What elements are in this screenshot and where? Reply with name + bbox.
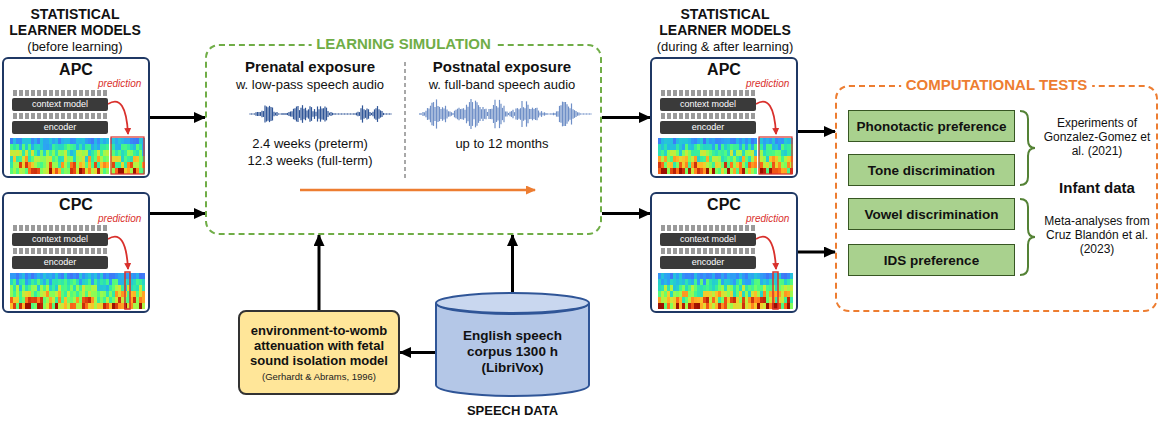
node-text: IDS preference — [884, 253, 979, 268]
period-text: w. full-band speech audio — [407, 77, 597, 92]
node-text: encoder — [44, 257, 77, 268]
source-note: Experiments of Gonzalez-Gomez et al. (20… — [1038, 116, 1156, 158]
node-text: APC — [4, 61, 148, 79]
prenatal-waveform — [250, 105, 391, 123]
network-layer-bar: context model — [660, 233, 756, 246]
model-box: CPC context model encoder prediction — [650, 192, 798, 313]
period-text: Postnatal exposure — [407, 58, 597, 75]
test-box: Phonotactic preference — [848, 110, 1015, 142]
flow-arrow — [400, 351, 435, 354]
group-bracket — [1020, 111, 1035, 185]
node-text: environment-to-womb attenuation with fet… — [246, 323, 392, 368]
flow-arrow — [798, 130, 835, 133]
node-text: context model — [680, 234, 736, 245]
postnatal-waveform — [420, 99, 591, 129]
period-text: up to 12 months — [407, 136, 597, 151]
flow-arrow — [511, 235, 514, 292]
network-layer-bar: context model — [660, 98, 756, 111]
node-text: encoder — [692, 257, 725, 268]
subheading: (during & after learning) — [635, 39, 815, 54]
node-text: APC — [652, 61, 796, 79]
network-layer-bar: context model — [12, 98, 108, 111]
node-text: Vowel discrimination — [864, 207, 998, 222]
heading: STATISTICAL LEARNER MODELS — [650, 6, 800, 38]
flow-arrow — [602, 116, 650, 119]
network-layer-bar: encoder — [12, 256, 108, 269]
network-layer-bar: encoder — [660, 256, 756, 269]
node-text: Phonotactic preference — [856, 119, 1006, 134]
node-text: COMPUTATIONAL TESTS — [901, 76, 1093, 93]
period-text: w. low-pass speech audio — [215, 77, 405, 92]
node-text: CPC — [4, 196, 148, 214]
node-text: context model — [32, 234, 88, 245]
flow-arrow — [798, 251, 835, 254]
source-note: Meta-analyses from Cruz Blandón et al. (… — [1038, 214, 1156, 256]
model-box: CPC context model encoder prediction — [2, 192, 150, 313]
group-bracket — [1020, 199, 1035, 275]
prediction-label: prediction — [746, 78, 794, 89]
node-text: context model — [32, 99, 88, 110]
node-text: encoder — [692, 122, 725, 133]
test-box: Tone discrimination — [848, 154, 1015, 186]
node-text: Tone discrimination — [868, 163, 995, 178]
node-text: LEARNING SIMULATION — [311, 35, 496, 52]
group-label: Infant data — [1038, 179, 1156, 196]
node-text: context model — [680, 99, 736, 110]
prediction-label: prediction — [746, 213, 794, 224]
node-text: encoder — [44, 122, 77, 133]
node-text: CPC — [652, 196, 796, 214]
network-layer-bar: encoder — [660, 121, 756, 134]
flow-arrow — [150, 212, 205, 215]
period-text: 2.4 weeks (preterm) — [215, 136, 405, 151]
network-layer-bar: encoder — [12, 121, 108, 134]
model-box: APC context model encoder prediction — [650, 57, 798, 178]
flow-arrow — [602, 212, 650, 215]
simulation-region: LEARNING SIMULATIONPrenatal exposurew. l… — [205, 44, 602, 235]
period-text: Prenatal exposure — [215, 58, 405, 75]
test-box: IDS preference — [848, 244, 1015, 276]
section-label: SPEECH DATA — [435, 403, 590, 418]
node-text: (Gerhardt & Abrams, 1996) — [262, 371, 376, 382]
node-text: English speech corpus 1300 h (LibriVox) — [443, 328, 582, 376]
flow-arrow — [150, 116, 205, 119]
subheading: (before learning) — [0, 39, 150, 54]
attenuation-box: environment-to-womb attenuation with fet… — [238, 310, 400, 395]
heading: STATISTICAL LEARNER MODELS — [0, 6, 150, 38]
prediction-label: prediction — [98, 213, 146, 224]
flow-arrow — [318, 235, 321, 310]
corpus-cylinder: English speech corpus 1300 h (LibriVox) — [435, 292, 590, 397]
model-box: APC context model encoder prediction — [2, 57, 150, 178]
network-layer-bar: context model — [12, 233, 108, 246]
test-box: Vowel discrimination — [848, 198, 1015, 230]
prediction-label: prediction — [98, 78, 146, 89]
time-arrow — [300, 189, 535, 192]
period-text: 12.3 weeks (full-term) — [215, 153, 405, 168]
period-divider — [404, 62, 406, 178]
